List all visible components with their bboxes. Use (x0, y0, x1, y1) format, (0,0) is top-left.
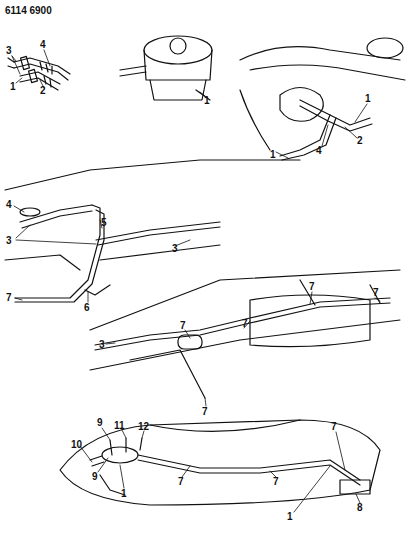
callout-number: 2 (40, 86, 46, 96)
callout-number: 1 (365, 94, 371, 104)
callout-number: 4 (40, 40, 46, 50)
callout-number: 6 (84, 303, 90, 313)
callout-number: 1 (204, 96, 210, 106)
callout-number: 12 (138, 422, 149, 432)
callout-number: 7 (178, 477, 184, 487)
carburetor (120, 36, 212, 100)
callout-number: 7 (6, 293, 12, 303)
callout-number: 4 (316, 146, 322, 156)
figure-code: 6114 6900 (5, 6, 52, 16)
callout-number: 7 (242, 319, 248, 329)
fuel-tank (60, 420, 380, 505)
callout-number: 3 (99, 340, 105, 350)
callout-number: 2 (357, 136, 363, 146)
callout-number: 1 (270, 150, 276, 160)
callout-number: 3 (6, 236, 12, 246)
callout-number: 7 (309, 282, 315, 292)
leader-lines (12, 50, 380, 512)
callout-number: 3 (6, 46, 12, 56)
callout-number: 1 (10, 82, 16, 92)
callout-number: 7 (180, 321, 186, 331)
callout-number: 3 (172, 244, 178, 254)
callout-number: 8 (357, 503, 363, 513)
engine-bay (240, 38, 405, 160)
callout-number: 7 (331, 422, 337, 432)
body-panel (5, 160, 300, 302)
callout-number: 9 (97, 418, 103, 428)
floor-pan (90, 270, 400, 398)
callout-number: 7 (202, 407, 208, 417)
callout-number: 10 (71, 440, 82, 450)
callout-number: 7 (373, 288, 379, 298)
callout-number: 1 (287, 512, 293, 522)
callout-number: 9 (92, 472, 98, 482)
callout-number: 1 (121, 489, 127, 499)
callout-number: 5 (101, 218, 107, 228)
callout-number: 11 (114, 421, 125, 431)
callout-number: 4 (6, 200, 12, 210)
hose-detail (8, 56, 70, 90)
callout-number: 7 (273, 477, 279, 487)
